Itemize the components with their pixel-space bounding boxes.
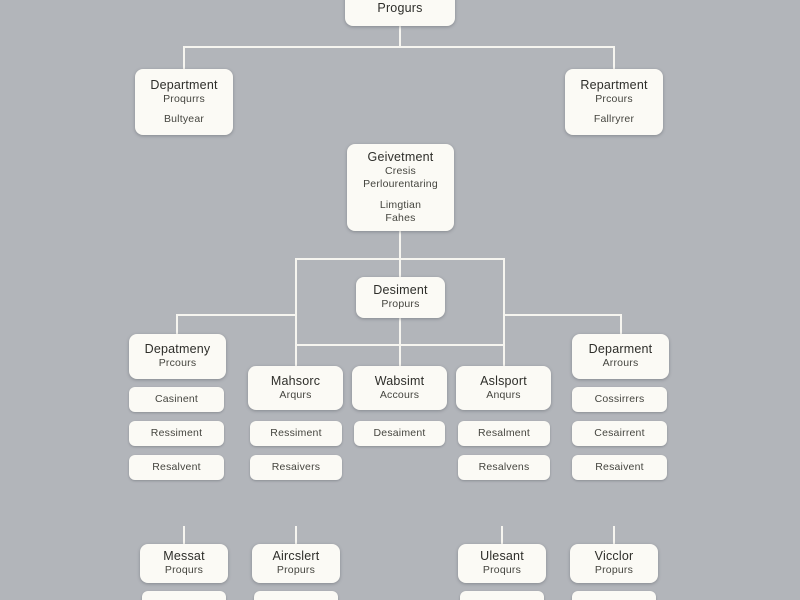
connector-mid-left-drop: [295, 258, 297, 347]
connector-messat-stub: [183, 526, 185, 546]
node-title: Ulesant: [480, 549, 524, 564]
node-title: Desiment: [373, 283, 428, 298]
node-partial-2: [254, 591, 338, 600]
node-partial-4: [572, 591, 656, 600]
list-item-label: Resalment: [478, 426, 530, 439]
list-item: Cossirrers: [572, 387, 667, 412]
list-item-label: Resalvent: [152, 460, 201, 473]
list-item-label: Ressiment: [150, 426, 203, 439]
list-item-label: Casinent: [154, 392, 199, 405]
node-aslsport: Aslsport Anqurs: [456, 366, 551, 410]
connector-aircslert-stub: [295, 526, 297, 546]
node-partial-3: [460, 591, 544, 600]
connector-ulesant-stub: [501, 526, 503, 546]
connector-aslsport-drop: [503, 344, 505, 367]
list-item: Resalvent: [129, 455, 224, 480]
node-subtitle: Accours: [379, 388, 420, 401]
node-desiment: Desiment Propurs: [356, 277, 445, 318]
list-item-label: Cossirrers: [594, 392, 645, 405]
list-item: Casinent: [129, 387, 224, 412]
node-title: Messat: [163, 549, 205, 564]
node-title: Aircslert: [272, 549, 320, 564]
node-title: Mahsorc: [270, 373, 321, 388]
node-subtitle: Arrours: [602, 357, 639, 370]
node-partial-1: [142, 591, 226, 600]
list-item: Resalvens: [458, 455, 550, 480]
node-ulesant: Ulesant Proqurs: [458, 544, 546, 583]
connector-mid-right-drop: [503, 258, 505, 347]
node-subtitle: Arqurs: [279, 388, 312, 401]
node-title: Wabsimt: [374, 373, 425, 388]
connector-dept-left-drop: [183, 46, 185, 70]
node-aircslert: Aircslert Propurs: [252, 544, 340, 583]
list-item-label: Desaiment: [373, 426, 426, 439]
node-subtitle: Fahes: [385, 212, 416, 224]
node-subtitle: Anqurs: [486, 388, 521, 401]
connector-mid-branch-upper: [295, 258, 505, 260]
node-root: Progurs: [345, 0, 455, 26]
list-item-label: Resaivent: [595, 460, 644, 473]
node-title: Vicclor: [594, 549, 634, 564]
list-item-label: Ressiment: [270, 426, 322, 439]
node-messat: Messat Proqurs: [140, 544, 228, 583]
list-item: Resaivent: [572, 455, 667, 480]
connector-vicclor-stub: [613, 526, 615, 546]
node-title: Repartment: [580, 77, 648, 92]
connector-desiment-stem: [399, 317, 401, 367]
connector-gov-to-desiment: [399, 230, 401, 278]
list-item: Resaivers: [250, 455, 342, 480]
node-geivetment: Geivetment Cresis Perlourentaring Limgti…: [347, 144, 454, 231]
node-wabsimt: Wabsimt Accours: [352, 366, 447, 410]
node-vicclor: Vicclor Propurs: [570, 544, 658, 583]
node-title: Geivetment: [367, 149, 434, 164]
connector-top-branch: [183, 46, 615, 48]
list-item: Ressiment: [250, 421, 342, 446]
node-title: Depatmeny: [144, 342, 211, 357]
connector-outer-left-branch: [176, 314, 297, 316]
connector-depatmeny-drop: [176, 314, 178, 335]
node-deparment: Deparment Arrours: [572, 334, 669, 379]
list-item-label: Resalvens: [478, 460, 530, 473]
node-subtitle: Propurs: [276, 564, 316, 577]
connector-mid-branch-lower: [295, 344, 505, 346]
node-subtitle: Proqurs: [164, 564, 204, 577]
node-subtitle: Propurs: [381, 298, 420, 311]
node-root-label: Progurs: [377, 1, 423, 15]
node-subtitle: Fallryrer: [593, 113, 635, 125]
list-item: Desaiment: [354, 421, 445, 446]
list-item: Cesairrent: [572, 421, 667, 446]
node-mahsorc: Mahsorc Arqurs: [248, 366, 343, 410]
node-depatmeny: Depatmeny Prcours: [129, 334, 226, 379]
list-item: Ressiment: [129, 421, 224, 446]
node-subtitle: Propurs: [594, 564, 634, 577]
node-subtitle: Proqurs: [482, 564, 522, 577]
node-subtitle: Cresis: [385, 164, 416, 177]
connector-outer-right-branch: [503, 314, 622, 316]
connector-mahsorc-drop: [295, 344, 297, 367]
list-item: Resalment: [458, 421, 550, 446]
node-title: Aslsport: [480, 373, 527, 388]
connector-root-stem: [399, 22, 401, 48]
node-subtitle: Bultyear: [163, 113, 205, 125]
list-item-label: Resaivers: [271, 460, 321, 473]
node-repartment-right: Repartment Prcours Fallryrer: [565, 69, 663, 135]
node-subtitle: Proqurrs: [163, 92, 205, 105]
connector-dept-right-drop: [613, 46, 615, 70]
node-title: Deparment: [588, 342, 653, 357]
connector-deparment-drop: [620, 314, 622, 335]
node-subtitle: Limgtian: [379, 198, 422, 211]
node-subtitle: Perlourentaring: [363, 178, 438, 190]
node-subtitle: Prcours: [158, 357, 197, 370]
node-department-left: Department Proqurrs Bultyear: [135, 69, 233, 135]
node-title: Department: [150, 77, 218, 92]
node-subtitle: Prcours: [595, 92, 633, 105]
list-item-label: Cesairrent: [594, 426, 645, 439]
